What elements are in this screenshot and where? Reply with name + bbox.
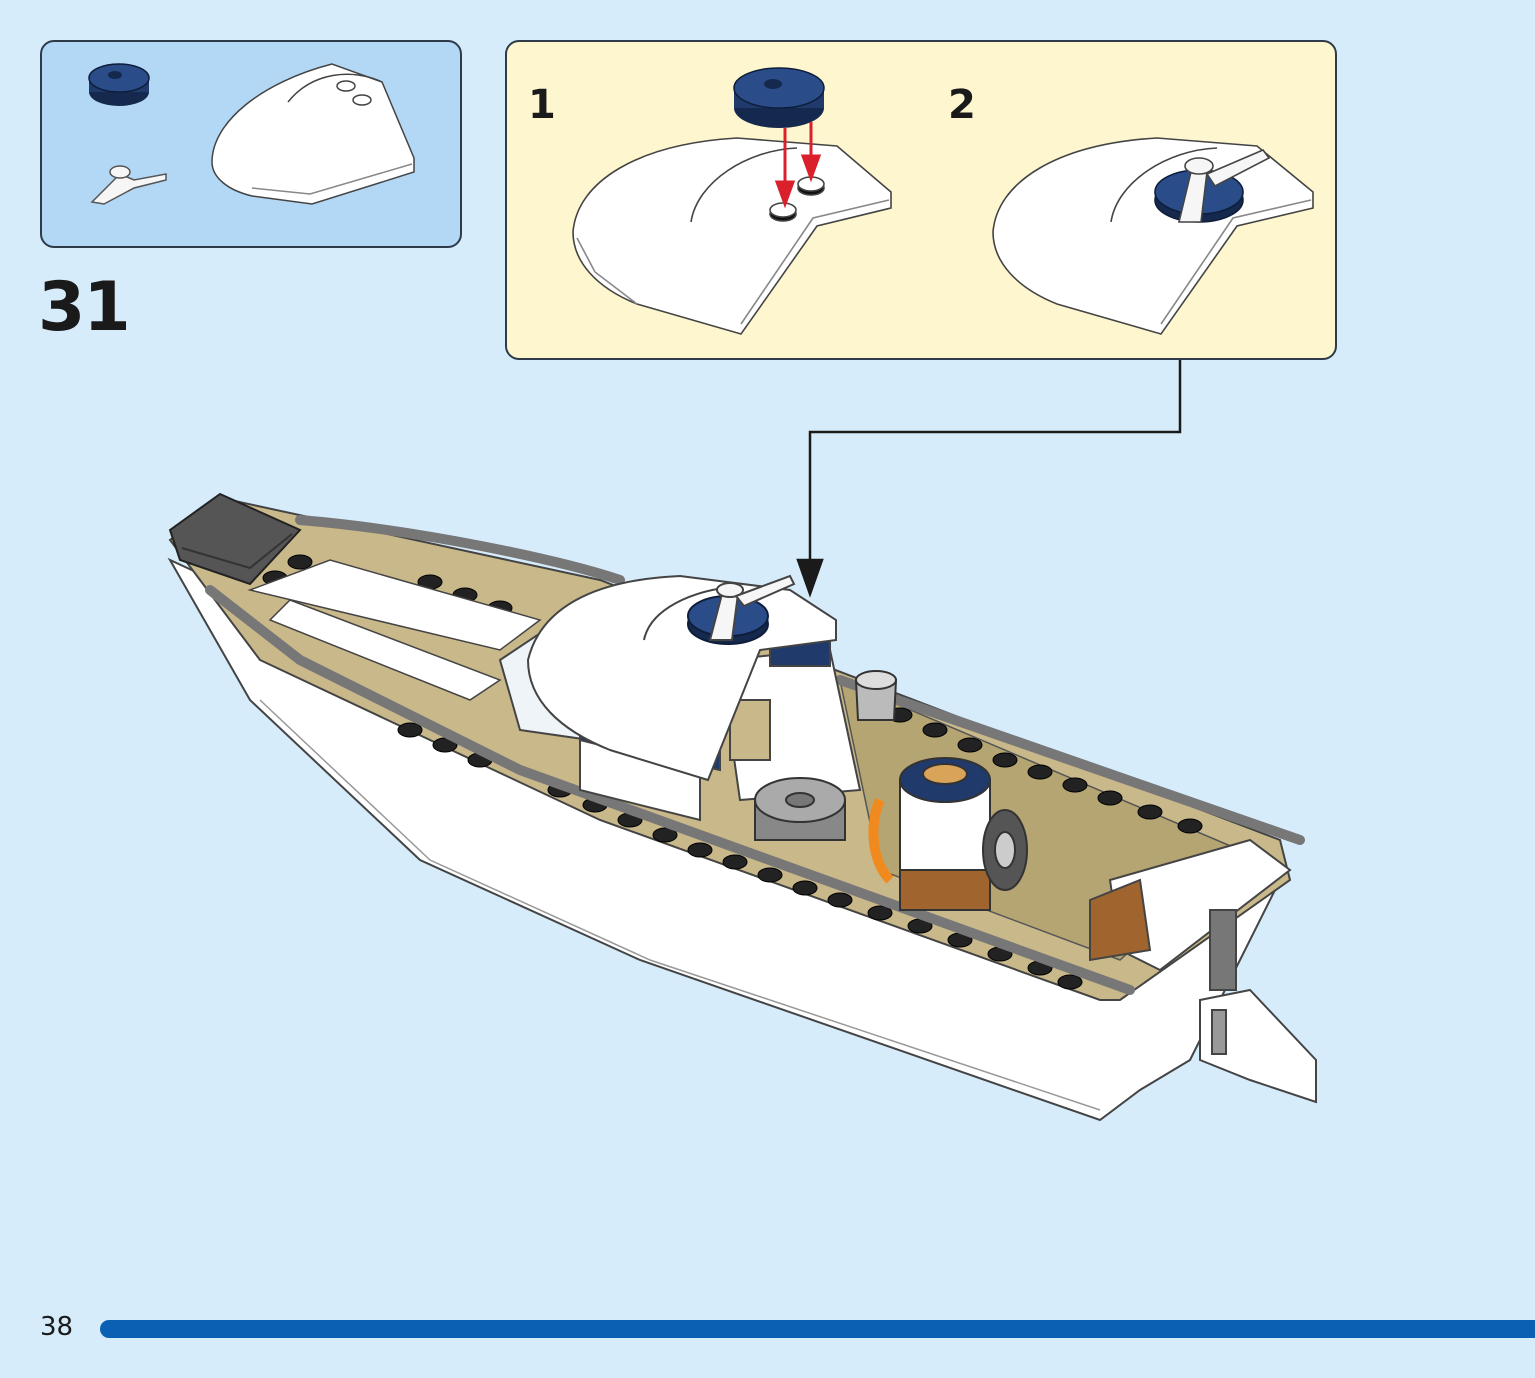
substep-2-label: 2 [948,82,976,128]
windscreen-substep-1 [572,137,892,335]
boat-assembly-illustration [167,360,1317,1122]
stern-rudder [1089,838,1317,1104]
boat-windscreen [526,574,837,782]
parts-illustration [88,63,415,205]
progress-bar [100,1320,1535,1338]
round-tile-2x2-dark-blue-icon [733,67,825,128]
page-number: 38 [40,1312,74,1342]
curved-windscreen-white-icon [211,63,415,205]
connector-arrow [796,360,1182,598]
substep-1-label: 1 [528,82,556,128]
boat-railings [205,515,1305,995]
bow-cap [168,492,302,586]
windscreen-substep-2 [992,137,1314,335]
deck-cup [854,670,898,721]
steering-station [754,757,1028,911]
substep-callout [505,40,1337,360]
parts-callout [40,40,462,248]
substep-illustration [572,67,1314,335]
lever-handle-white-icon [90,165,167,205]
placement-arrows [774,122,822,209]
step-number: 31 [38,268,131,347]
front-deck-plates [247,559,542,701]
round-tile-2x2-dark-blue-icon [88,63,150,106]
